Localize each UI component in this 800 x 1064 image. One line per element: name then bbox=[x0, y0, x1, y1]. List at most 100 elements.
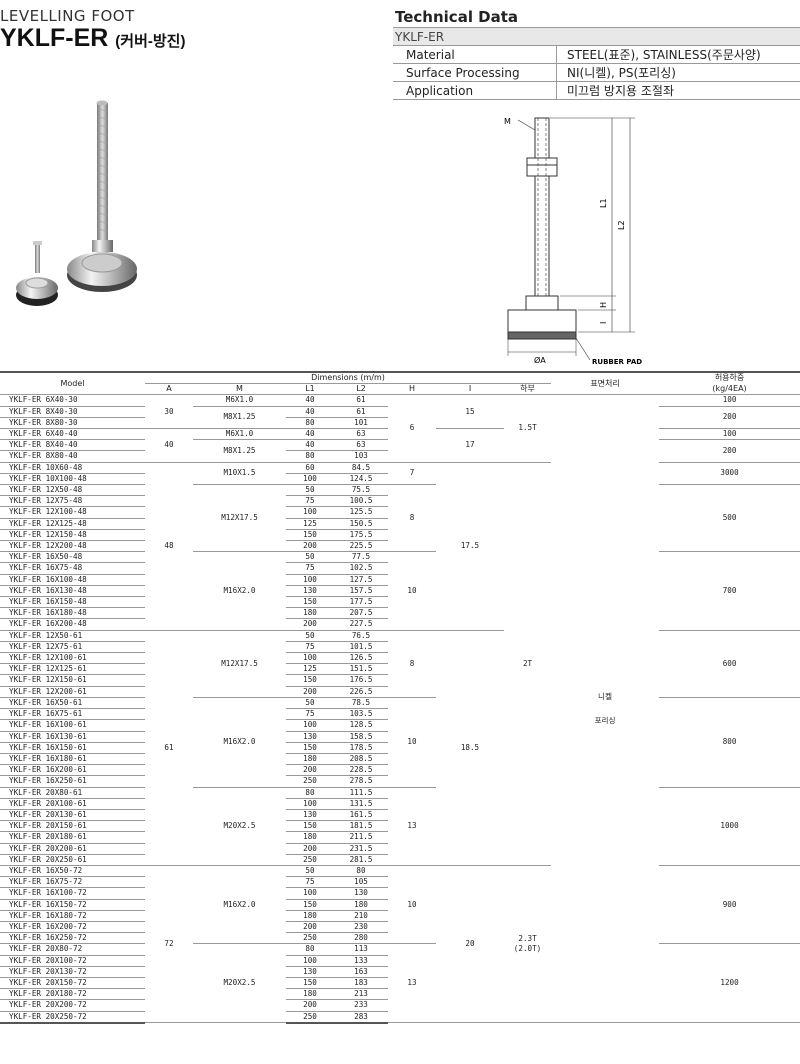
cell-l1: 60 bbox=[286, 462, 334, 474]
cell-l2: 228.5 bbox=[334, 764, 388, 777]
cell-m: M20X2.5 bbox=[193, 787, 286, 866]
cell-l2: 281.5 bbox=[334, 854, 388, 866]
cell-l2: 157.5 bbox=[334, 585, 388, 598]
cell-base: 2T bbox=[504, 462, 552, 866]
cell-l2: 130 bbox=[334, 887, 388, 900]
cell-l1: 130 bbox=[286, 585, 334, 598]
cell-l2: 208.5 bbox=[334, 753, 388, 766]
cell-model: YKLF-ER 12X100-61 bbox=[0, 652, 145, 665]
cell-l1: 80 bbox=[286, 943, 334, 956]
cell-l1: 100 bbox=[286, 652, 334, 665]
cell-l1: 75 bbox=[286, 641, 334, 654]
cell-l2: 102.5 bbox=[334, 562, 388, 575]
cell-l2: 128.5 bbox=[334, 719, 388, 732]
tech-key: Material bbox=[393, 45, 557, 64]
cell-l1: 80 bbox=[286, 787, 334, 799]
cell-l2: 163 bbox=[334, 966, 388, 978]
cell-l2: 226.5 bbox=[334, 686, 388, 698]
cell-l2: 158.5 bbox=[334, 731, 388, 743]
cell-h: 10 bbox=[388, 697, 436, 788]
base-value: 2.3T bbox=[518, 933, 537, 943]
cell-model: YKLF-ER 16X150-72 bbox=[0, 899, 145, 911]
cell-m: M10X1.5 bbox=[193, 462, 286, 486]
cell-m: M6X1.0 bbox=[193, 428, 286, 441]
cell-l1: 150 bbox=[286, 742, 334, 754]
cell-l1: 200 bbox=[286, 618, 334, 631]
cell-a: 72 bbox=[145, 865, 193, 1024]
cell-l1: 75 bbox=[286, 562, 334, 575]
cell-l1: 75 bbox=[286, 876, 334, 889]
cell-model: YKLF-ER 16X150-48 bbox=[0, 596, 145, 609]
cell-l1: 200 bbox=[286, 921, 334, 934]
cell-l2: 103.5 bbox=[334, 708, 388, 721]
surface-polish: 포리싱 bbox=[594, 715, 616, 725]
cell-model: YKLF-ER 16X130-48 bbox=[0, 585, 145, 598]
col-base: 하부 bbox=[504, 383, 552, 396]
cell-l1: 100 bbox=[286, 574, 334, 586]
cell-model: YKLF-ER 16X50-72 bbox=[0, 865, 145, 878]
cell-load: 100 bbox=[659, 394, 800, 407]
cell-m: M16X2.0 bbox=[193, 551, 286, 631]
cell-model: YKLF-ER 20X200-61 bbox=[0, 843, 145, 855]
cell-l1: 150 bbox=[286, 596, 334, 609]
cell-l2: 76.5 bbox=[334, 630, 388, 642]
cell-h: 10 bbox=[388, 865, 436, 945]
cell-l1: 250 bbox=[286, 854, 334, 866]
cell-load: 200 bbox=[659, 439, 800, 463]
cell-l2: 105 bbox=[334, 876, 388, 889]
cell-l2: 125.5 bbox=[334, 506, 388, 519]
cell-l2: 210 bbox=[334, 910, 388, 922]
technical-data-title: Technical Data bbox=[395, 8, 519, 26]
cell-l2: 161.5 bbox=[334, 809, 388, 822]
cell-l1: 200 bbox=[286, 999, 334, 1012]
cell-l1: 100 bbox=[286, 719, 334, 732]
cell-l2: 231.5 bbox=[334, 843, 388, 855]
col-l2: L2 bbox=[334, 383, 388, 396]
cell-l1: 125 bbox=[286, 663, 334, 676]
tech-key: Application bbox=[393, 81, 557, 100]
cell-m: M16X2.0 bbox=[193, 865, 286, 945]
cell-l1: 180 bbox=[286, 607, 334, 620]
cell-l2: 75.5 bbox=[334, 484, 388, 497]
cell-load: 3000 bbox=[659, 462, 800, 486]
cell-l1: 150 bbox=[286, 529, 334, 542]
cell-l1: 130 bbox=[286, 966, 334, 978]
col-model: Model bbox=[0, 371, 145, 396]
cell-l1: 100 bbox=[286, 955, 334, 967]
cell-l2: 213 bbox=[334, 988, 388, 1001]
cell-model: YKLF-ER 12X150-48 bbox=[0, 529, 145, 542]
cell-l1: 80 bbox=[286, 450, 334, 463]
cell-model: YKLF-ER 16X50-61 bbox=[0, 697, 145, 710]
cell-l2: 181.5 bbox=[334, 820, 388, 833]
cell-l2: 84.5 bbox=[334, 462, 388, 474]
col-m: M bbox=[193, 383, 286, 396]
cell-h: 6 bbox=[388, 394, 436, 463]
cell-l1: 75 bbox=[286, 708, 334, 721]
cell-l2: 207.5 bbox=[334, 607, 388, 620]
cell-model: YKLF-ER 12X150-61 bbox=[0, 674, 145, 687]
cell-l2: 233 bbox=[334, 999, 388, 1012]
cell-l1: 125 bbox=[286, 518, 334, 530]
cell-load: 1200 bbox=[659, 943, 800, 1024]
cell-l1: 180 bbox=[286, 831, 334, 844]
cell-l2: 133 bbox=[334, 955, 388, 967]
cell-l1: 50 bbox=[286, 551, 334, 564]
model-subtitle: (커버-방진) bbox=[115, 33, 186, 50]
